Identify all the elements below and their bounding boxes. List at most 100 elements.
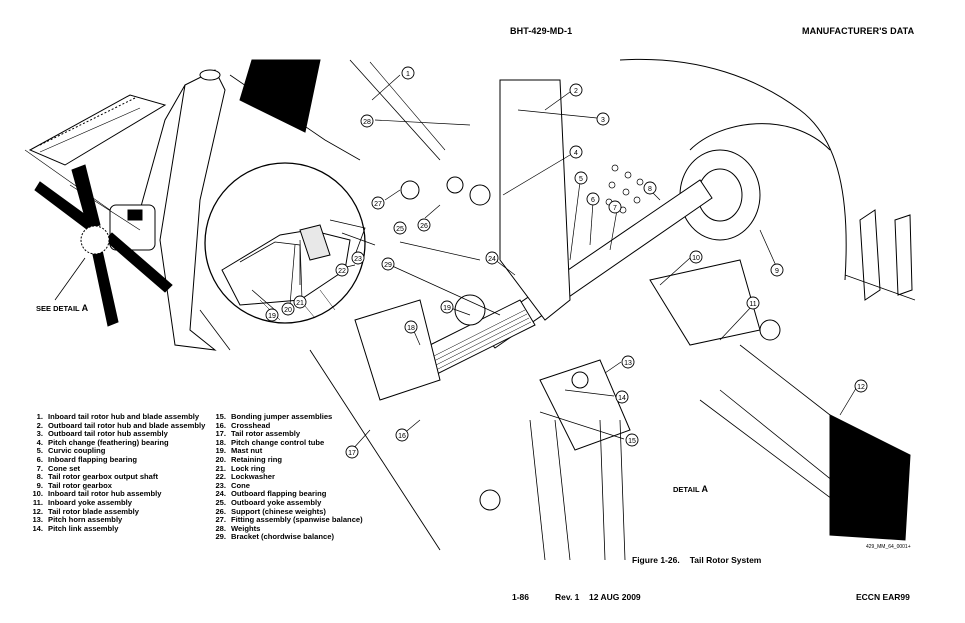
svg-text:5: 5 bbox=[579, 176, 583, 183]
callout-9: 9 bbox=[770, 263, 784, 277]
legend-item: 3.Outboard tail rotor hub assembly bbox=[30, 430, 205, 439]
callout-10: 10 bbox=[689, 250, 703, 264]
legend-item-number: 26. bbox=[215, 506, 226, 516]
legend-item-number: 23. bbox=[215, 480, 226, 490]
export-control: ECCN EAR99 bbox=[856, 592, 910, 602]
svg-text:15: 15 bbox=[628, 438, 636, 445]
legend-item-number: 4. bbox=[36, 437, 43, 447]
legend-item-number: 25. bbox=[215, 497, 226, 507]
svg-text:18: 18 bbox=[407, 325, 415, 332]
callout-29: 29 bbox=[381, 257, 395, 271]
svg-text:12: 12 bbox=[857, 384, 865, 391]
overview-hub bbox=[80, 225, 110, 255]
callout-6: 6 bbox=[586, 192, 600, 206]
hub-structure bbox=[354, 79, 781, 561]
legend-item: 24.Outboard flapping bearing bbox=[213, 490, 363, 499]
callout-4: 4 bbox=[569, 145, 583, 159]
callout-19-detail: 19 bbox=[265, 308, 279, 322]
figure-number: Figure 1-26. bbox=[632, 555, 680, 565]
legend-item-label: Pitch horn assembly bbox=[48, 515, 123, 525]
legend-item-number: 8. bbox=[36, 472, 43, 482]
svg-text:3: 3 bbox=[601, 117, 605, 124]
legend-item-label: Pitch change control tube bbox=[231, 437, 325, 447]
gearbox-housing bbox=[619, 58, 916, 301]
legend-item: 8. Tail rotor gearbox output shaft bbox=[30, 473, 205, 482]
legend-item-label: Weights bbox=[231, 523, 261, 533]
svg-text:4: 4 bbox=[574, 150, 578, 157]
svg-text:2: 2 bbox=[574, 88, 578, 95]
legend-item-number: 6. bbox=[36, 454, 43, 464]
legend-item-number: 24. bbox=[215, 489, 226, 499]
legend-item-number: 3. bbox=[36, 429, 43, 439]
legend-item: 28.Weights bbox=[213, 523, 363, 534]
revision: Rev. 1 bbox=[555, 592, 580, 602]
legend-item-number: 10. bbox=[32, 489, 43, 499]
callout-16: 16 bbox=[395, 428, 409, 442]
legend-item-number: 21. bbox=[215, 463, 226, 473]
svg-text:25: 25 bbox=[396, 226, 404, 233]
legend-item: 9.Tail rotor gearbox bbox=[30, 481, 205, 491]
detail-inset bbox=[204, 162, 366, 324]
callout-11: 11 bbox=[746, 296, 760, 310]
svg-text:21: 21 bbox=[296, 300, 304, 307]
legend-item-number: 11. bbox=[32, 497, 43, 507]
callout-7: 7 bbox=[608, 200, 622, 214]
legend-item-label: Curvic coupling bbox=[48, 446, 106, 456]
legend-item-label: Fitting assembly (spanwise balance) bbox=[231, 515, 363, 525]
svg-text:26: 26 bbox=[420, 223, 428, 230]
legend-item: 7.Cone set bbox=[30, 464, 205, 474]
legend-item: 18.Pitch change control tube bbox=[213, 437, 363, 448]
legend-item-label: Retaining ring bbox=[231, 454, 283, 464]
legend-item: 29.Bracket (chordwise balance) bbox=[213, 533, 363, 542]
legend-item-number: 13. bbox=[32, 515, 43, 525]
see-detail-leader bbox=[54, 257, 86, 301]
callout-14: 14 bbox=[615, 390, 629, 404]
section-title: MANUFACTURER'S DATA bbox=[802, 26, 915, 36]
legend-item-number: 1. bbox=[36, 412, 43, 421]
legend-item: 23.Cone bbox=[213, 480, 363, 491]
legend-item: 1. Inboard tail rotor hub and blade assem… bbox=[30, 412, 205, 422]
parts-legend-column-1: 1. Inboard tail rotor hub and blade assem… bbox=[30, 412, 206, 533]
drawing-code: 429_MM_64_0001+ bbox=[866, 544, 911, 550]
legend-item: 2. Outboard tail rotor hub and blade asse… bbox=[30, 420, 206, 431]
callout-18: 18 bbox=[404, 320, 418, 334]
callout-26: 26 bbox=[417, 218, 431, 232]
legend-item-label: Inboard yoke assembly bbox=[48, 497, 132, 507]
legend-item-label: Outboard tail rotor hub and blade assemb… bbox=[48, 420, 206, 430]
legend-item: 20.Retaining ring bbox=[213, 454, 363, 465]
svg-text:17: 17 bbox=[348, 450, 356, 457]
legend-item: 15.Bonding jumper assemblies bbox=[213, 412, 363, 422]
svg-text:10: 10 bbox=[692, 255, 700, 262]
legend-item-number: 17. bbox=[215, 429, 226, 439]
legend-item: 27.Fitting assembly (spanwise balance) bbox=[213, 515, 363, 525]
svg-text:9: 9 bbox=[775, 268, 779, 275]
legend-item: 16.Crosshead bbox=[213, 420, 363, 431]
legend-item: 10. Inboard tail rotor hub assembly bbox=[30, 490, 205, 499]
legend-item-label: Inboard tail rotor hub and blade assembl… bbox=[48, 412, 200, 421]
legend-item: 26.Support (chinese weights) bbox=[213, 506, 363, 517]
legend-item-label: Inboard tail rotor hub assembly bbox=[48, 489, 162, 499]
legend-item-number: 2. bbox=[36, 420, 43, 430]
callouts: 1 2 3 4 5 6 7 8 9 10 11 12 13 14 15 16 1… bbox=[265, 66, 868, 459]
detail-letter: A bbox=[701, 484, 708, 494]
legend-item-label: Lockwasher bbox=[231, 472, 275, 482]
legend-item: 5.Curvic coupling bbox=[30, 447, 205, 456]
legend-item-label: Crosshead bbox=[231, 420, 271, 430]
legend-item-label: Bonding jumper assemblies bbox=[231, 412, 333, 421]
svg-text:14: 14 bbox=[618, 395, 626, 402]
callout-13: 13 bbox=[621, 355, 635, 369]
callout-24: 24 bbox=[485, 251, 499, 265]
svg-text:7: 7 bbox=[613, 205, 617, 212]
legend-item: 19.Mast nut bbox=[213, 447, 363, 456]
callout-15: 15 bbox=[625, 433, 639, 447]
legend-item-label: Tail rotor gearbox output shaft bbox=[48, 472, 158, 482]
callout-12: 12 bbox=[854, 379, 868, 393]
callout-8: 8 bbox=[643, 181, 657, 195]
svg-text:13: 13 bbox=[624, 360, 632, 367]
legend-item-label: Inboard flapping bearing bbox=[48, 454, 138, 464]
legend-item-label: Tail rotor blade assembly bbox=[48, 506, 140, 516]
svg-text:24: 24 bbox=[488, 256, 496, 263]
legend-item: 25.Outboard yoke assembly bbox=[213, 497, 363, 508]
